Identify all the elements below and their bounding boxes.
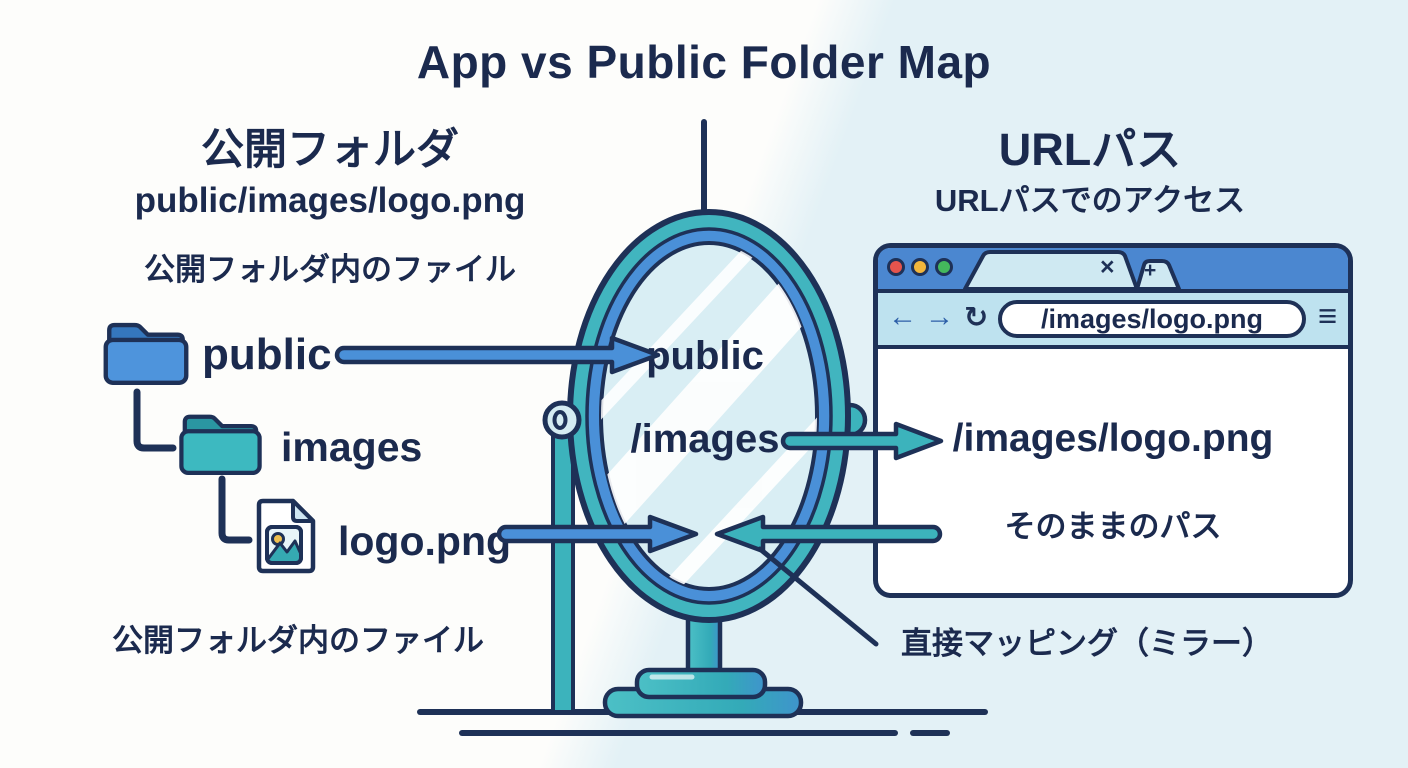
- new-tab-button-shape[interactable]: [1135, 259, 1181, 289]
- address-bar[interactable]: /images/logo.png: [998, 300, 1306, 338]
- folder-images-icon: [179, 414, 262, 476]
- mirror-hinge-left-pin: [552, 410, 568, 430]
- menu-icon[interactable]: ≡: [1318, 297, 1338, 334]
- mirror-label-public: public: [646, 334, 764, 378]
- right-heading: URLパス: [998, 124, 1182, 175]
- browser-tabs: [963, 250, 1181, 289]
- arrow-images-to-url: [780, 421, 944, 461]
- left-heading: 公開フォルダ: [201, 126, 459, 174]
- traffic-light-green-icon: [935, 258, 953, 276]
- arrow-public-to-mirror: [334, 335, 661, 375]
- forward-icon[interactable]: →: [925, 301, 954, 333]
- traffic-light-red-icon: [887, 258, 905, 276]
- active-tab[interactable]: [963, 250, 1139, 289]
- content-caption: そのままのパス: [1004, 509, 1222, 544]
- mapping-note: 直接マッピング（ミラー）: [901, 626, 1273, 661]
- back-icon[interactable]: ←: [888, 301, 917, 333]
- left-path-example: public/images/logo.png: [134, 181, 526, 220]
- tree-connector-1: [133, 388, 177, 452]
- right-subheading: URLパスでのアクセス: [934, 183, 1246, 218]
- tree-label-images: images: [281, 424, 423, 470]
- tree-label-public: public: [202, 330, 332, 379]
- reload-icon[interactable]: ↻: [964, 302, 989, 334]
- arrow-path-to-mirror: [714, 514, 943, 554]
- mapping-note-pointer-line: [757, 546, 879, 647]
- browser-window: × + ← → ↻ /images/logo.png ≡ /images/log…: [873, 243, 1353, 598]
- tree-connector-2: [218, 475, 253, 544]
- left-caption-bottom: 公開フォルダ内のファイル: [112, 623, 484, 658]
- address-text: /images/logo.png: [1040, 303, 1263, 334]
- traffic-light-yellow-icon: [911, 258, 929, 276]
- tree-label-logo: logo.png: [338, 518, 512, 564]
- arrow-logo-to-mirror: [496, 514, 699, 554]
- folder-public-icon: [103, 322, 189, 385]
- browser-titlebar: × +: [878, 248, 1348, 293]
- browser-content: /images/logo.png そのままのパス: [878, 349, 1348, 598]
- content-path: /images/logo.png: [952, 417, 1274, 460]
- new-tab-icon[interactable]: +: [1144, 259, 1157, 282]
- mirror-label-images: /images: [630, 417, 780, 461]
- file-logo-icon: [256, 498, 316, 574]
- diagram-title: App vs Public Folder Map: [416, 36, 992, 88]
- tab-close-icon[interactable]: ×: [1100, 253, 1115, 281]
- browser-toolbar: ← → ↻ /images/logo.png ≡: [878, 293, 1348, 349]
- left-caption-top: 公開フォルダ内のファイル: [144, 252, 516, 287]
- mirror-hinge-left: [542, 400, 582, 440]
